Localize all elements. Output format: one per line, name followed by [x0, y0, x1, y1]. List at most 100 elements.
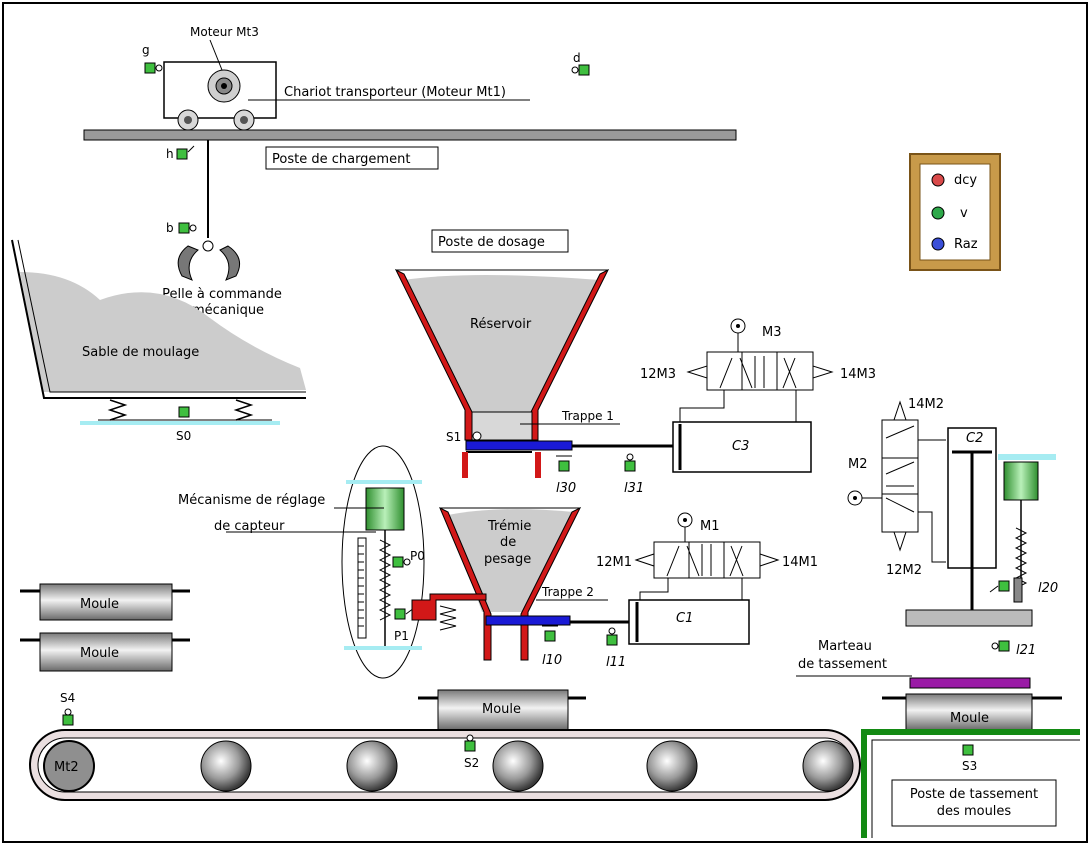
- mechanism-label-2: de capteur: [214, 519, 285, 534]
- sensor-h: [176, 145, 195, 160]
- mould-stock-1-label: Moule: [80, 597, 119, 612]
- loading-station-label: Poste de chargement: [272, 152, 410, 167]
- motor-mt2: [43, 740, 95, 792]
- sensor-l31-label: l31: [624, 481, 644, 496]
- mould-stock-2-label: Moule: [80, 646, 119, 661]
- weigh-hopper-right-wall: [520, 506, 582, 661]
- scale: [357, 537, 367, 639]
- valve-m2-body: [881, 419, 919, 533]
- sand-pile: [20, 272, 306, 392]
- sensor-l10: [542, 625, 558, 642]
- sensor-h-label: h: [166, 147, 174, 161]
- dosing-station-box: [431, 229, 569, 253]
- valve-m3-14-label: 14M3: [840, 367, 876, 382]
- spring: [107, 399, 128, 421]
- sensor-g-label: g: [142, 43, 150, 57]
- loading-station: Moteur Mt3 Chariot transporteur (Moteur …: [83, 25, 737, 318]
- sensor-l20: [989, 580, 1010, 593]
- valve-m3-label: M3: [762, 325, 782, 340]
- compaction-frame: [861, 729, 1080, 838]
- raz-label: Raz: [954, 237, 978, 252]
- rail: [83, 129, 737, 141]
- valve-m3: M3 12M3 14M3: [640, 318, 876, 422]
- valve-m1: M1 12M1 14M1: [596, 512, 818, 600]
- sensor-d: [571, 64, 590, 76]
- compaction-label-1: Poste de tassement: [910, 787, 1038, 802]
- sensor-l21: [991, 640, 1010, 652]
- hammer-label-2: de tassement: [798, 657, 887, 672]
- weigh-hopper-left-wall: [439, 506, 492, 661]
- valve-m3-12-label: 12M3: [640, 367, 676, 382]
- mould-compaction-label: Moule: [950, 711, 989, 726]
- sensor-s1-label: S1: [446, 430, 461, 444]
- roller: [200, 740, 252, 792]
- shovel-pivot: [202, 240, 214, 252]
- sensor-s3-label: S3: [962, 759, 977, 773]
- shovel-label-1: Pelle à commande: [162, 287, 282, 302]
- raz-button[interactable]: [931, 237, 945, 251]
- mould-stock-2: [39, 632, 173, 672]
- sensor-p0-label: P0: [410, 549, 425, 563]
- conveyor: Moule Mt2 S2 S4: [29, 689, 861, 801]
- v-button[interactable]: [931, 206, 945, 220]
- mould-stock-1: [39, 583, 173, 621]
- sand-bin: Sable de moulage S0: [11, 239, 306, 443]
- carriage-label: Chariot transporteur (Moteur Mt1): [284, 85, 506, 100]
- compaction-spring-block: [1003, 461, 1039, 501]
- sensor-s4: [62, 708, 74, 726]
- hopper-lever: [411, 593, 487, 621]
- mould-compaction: [905, 693, 1033, 731]
- trap-1-label: Trappe 1: [561, 409, 614, 423]
- compaction-label-2: des moules: [937, 804, 1012, 819]
- spring-block: [365, 487, 405, 531]
- cylinder-c2-label: C2: [966, 431, 983, 446]
- cylinder-c3-label: C3: [732, 439, 749, 454]
- dcy-button[interactable]: [931, 173, 945, 187]
- water-line: [80, 421, 280, 425]
- cylinder-c3: [672, 421, 812, 473]
- loading-station-box: [265, 146, 439, 170]
- sensor-g: [144, 62, 163, 74]
- mould-stock: Moule Moule: [20, 583, 190, 672]
- compaction-hammer: [909, 677, 1031, 689]
- v-label: v: [960, 206, 968, 221]
- mechanism-label-1: Mécanisme de réglage: [178, 493, 325, 508]
- sensor-p1-label: P1: [394, 629, 409, 643]
- sensor-l11-label: l11: [606, 655, 626, 670]
- trap-1: [465, 440, 573, 451]
- roller: [646, 740, 698, 792]
- valve-m3-body: [706, 351, 814, 391]
- sensor-l21-label: l21: [1016, 643, 1036, 658]
- shovel-right-jaw: [219, 245, 241, 281]
- sensor-s3: [962, 744, 974, 756]
- hammer-label-1: Marteau: [818, 639, 872, 654]
- valve-m1-label: M1: [700, 519, 720, 534]
- dosing-station-label: Poste de dosage: [438, 235, 545, 250]
- detail-ellipse: [341, 445, 425, 679]
- c2-base: [905, 609, 1033, 627]
- roller: [346, 740, 398, 792]
- compaction-station-box: [891, 779, 1057, 827]
- valve-m1-14-label: 14M1: [782, 555, 818, 570]
- motor-mt2-label: Mt2: [54, 760, 79, 775]
- valve-m1-body: [653, 541, 761, 579]
- weigh-hopper-label-1: Trémie: [487, 519, 531, 534]
- sensor-d-label: d: [573, 51, 581, 65]
- valve-m2-14-label: 14M2: [908, 397, 944, 412]
- shovel-label-2: mécanique: [192, 303, 264, 318]
- sensor-s0-label: S0: [176, 429, 191, 443]
- shovel-left-jaw: [177, 245, 199, 281]
- cylinder-c1-label: C1: [676, 611, 693, 626]
- sand-label: Sable de moulage: [82, 345, 199, 360]
- sensor-s2: [464, 734, 476, 752]
- reservoir-sand: [404, 275, 600, 412]
- sensor-l30-label: l30: [556, 481, 576, 496]
- sensor-b: [178, 222, 197, 234]
- roller: [802, 740, 854, 792]
- sensor-l11: [606, 627, 618, 646]
- sensor-l31: [624, 453, 636, 472]
- valve-m1-12-label: 12M1: [596, 555, 632, 570]
- sensor-b-label: b: [166, 221, 174, 235]
- sensor-p0: [392, 556, 411, 568]
